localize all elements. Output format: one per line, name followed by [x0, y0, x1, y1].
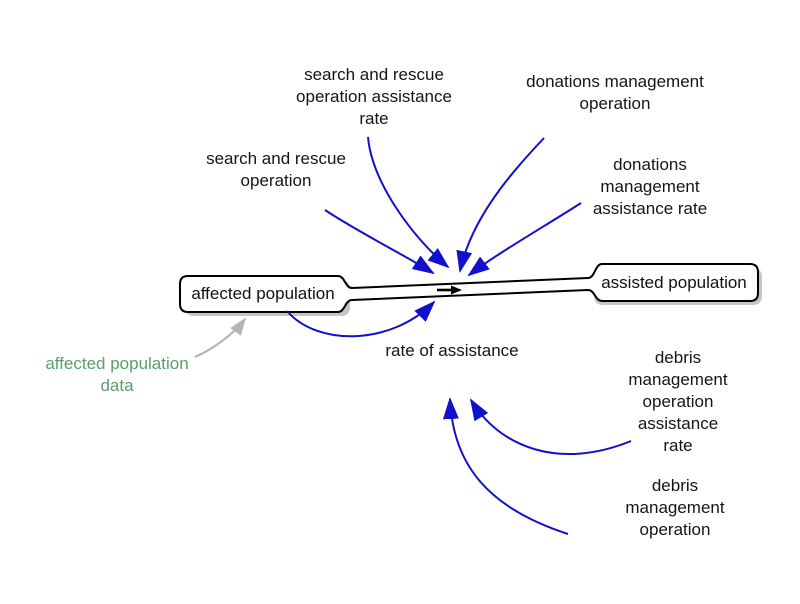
stock-affected-population-label: affected population — [191, 284, 335, 303]
variable-affected-population-data[interactable]: affected population data — [45, 354, 189, 395]
stock-affected-population[interactable]: affected population — [180, 276, 346, 312]
variable-donations-assistance-rate[interactable]: donations management assistance rate — [592, 155, 708, 218]
arrow-donations-assistance-rate — [467, 202, 582, 277]
variable-sar-operation[interactable]: search and rescue operation — [206, 149, 346, 190]
stock-flow-pipe-outline — [179, 263, 759, 313]
stock-assisted-population-label: assisted population — [601, 272, 747, 292]
arrow-affected-to-rate — [286, 300, 436, 338]
data-arrow-affected-population — [194, 317, 247, 359]
stock-assisted-population[interactable]: assisted population — [590, 264, 758, 301]
arrow-debris-operation — [442, 397, 569, 535]
arrow-debris-assistance-rate — [469, 398, 632, 455]
variable-debris-operation[interactable]: debris management operation — [625, 476, 725, 539]
arrow-sar-operation — [324, 209, 435, 275]
arrow-sar-assistance-rate — [367, 136, 450, 269]
flow-rate-of-assistance-label[interactable]: rate of assistance — [385, 341, 519, 360]
arrow-donations-operation — [456, 137, 545, 273]
variable-sar-assistance-rate[interactable]: search and rescue operation assistance r… — [296, 65, 452, 128]
variable-debris-assistance-rate[interactable]: debris management operation assistance r… — [628, 348, 728, 455]
variable-donations-operation[interactable]: donations management operation — [526, 72, 704, 113]
